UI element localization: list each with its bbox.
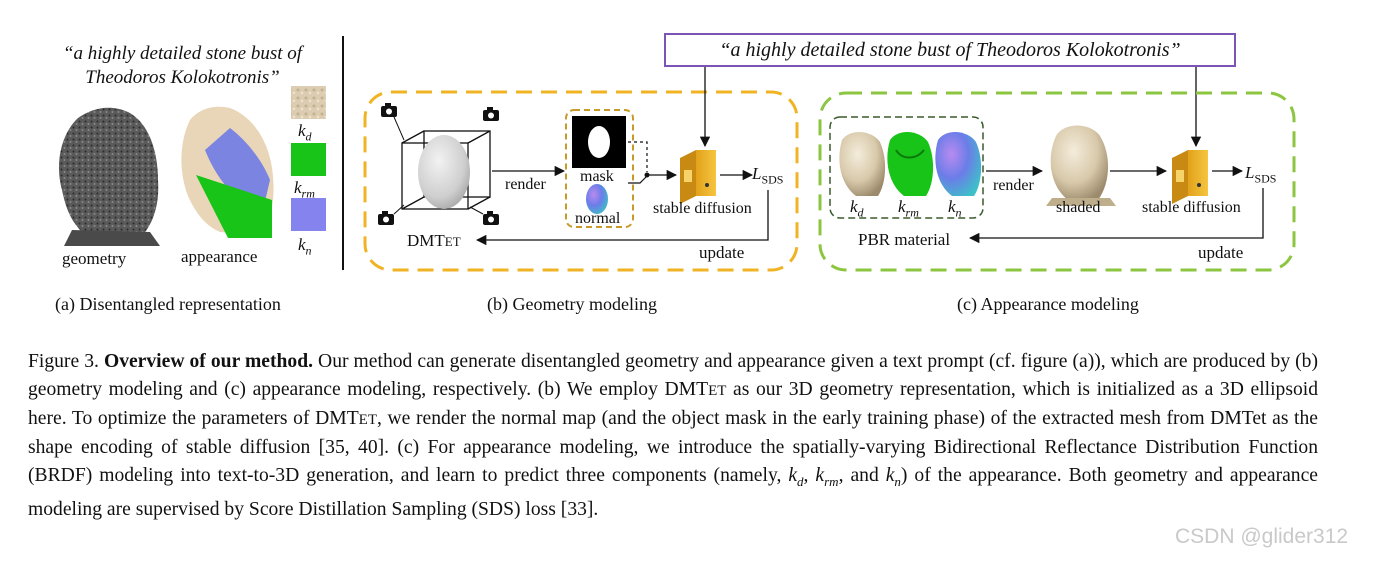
camera-icon bbox=[378, 204, 405, 225]
appearance-label: appearance bbox=[181, 247, 258, 266]
text-prompt-box: “a highly detailed stone bust of Theodor… bbox=[664, 33, 1236, 67]
appearance-dashed-box bbox=[818, 91, 1296, 272]
figure-label: Figure 3. bbox=[28, 351, 99, 372]
update-label: update bbox=[1198, 243, 1244, 262]
render-label: render bbox=[505, 176, 546, 193]
stable-diffusion-icon bbox=[1172, 150, 1208, 204]
sds-loss-label: LSDS bbox=[752, 164, 784, 187]
shaded-label: shaded bbox=[1056, 199, 1101, 216]
caption-title: Overview of our method. bbox=[103, 351, 313, 372]
stable-diffusion-label: stable diffusion bbox=[1142, 199, 1241, 216]
appearance-bust bbox=[181, 106, 274, 238]
pbr-material-label: PBR material bbox=[858, 230, 951, 249]
mask-normal-box bbox=[565, 109, 634, 228]
normal-image bbox=[586, 184, 608, 214]
geometry-label: geometry bbox=[62, 249, 127, 268]
camera-icon bbox=[483, 107, 499, 121]
camera-icon bbox=[381, 103, 405, 141]
figure-caption: Figure 3. Overview of our method. Our me… bbox=[28, 351, 1319, 520]
kd-label: kd bbox=[850, 197, 864, 220]
kn-label: kn bbox=[298, 235, 312, 258]
krm-label: krm bbox=[294, 178, 315, 201]
krm-label: krm bbox=[898, 197, 919, 220]
kd-texture-swatch bbox=[291, 86, 326, 119]
kd-head-image bbox=[839, 131, 886, 196]
geometry-dashed-box bbox=[363, 90, 799, 272]
geometry-bust bbox=[58, 107, 160, 246]
kn-texture-swatch bbox=[291, 198, 326, 231]
krm-head-image bbox=[887, 131, 934, 196]
mask-label: mask bbox=[580, 168, 614, 185]
kn-head-image bbox=[935, 131, 982, 196]
kn-label: kn bbox=[948, 197, 962, 220]
stable-diffusion-label: stable diffusion bbox=[653, 200, 752, 217]
render-label: render bbox=[993, 177, 1034, 194]
shaded-head-image bbox=[1046, 125, 1116, 206]
panel-c-caption: (c) Appearance modeling bbox=[957, 294, 1139, 314]
watermark: CSDN @glider312 bbox=[1175, 525, 1349, 548]
stable-diffusion-icon bbox=[680, 150, 716, 204]
panel-a-caption: (a) Disentangled representation bbox=[55, 294, 281, 314]
krm-texture-swatch bbox=[291, 143, 326, 176]
kd-label: kd bbox=[298, 121, 312, 144]
camera-icon bbox=[469, 206, 499, 225]
update-label: update bbox=[699, 243, 745, 262]
normal-label: normal bbox=[575, 210, 621, 227]
panel-a-prompt: “a highly detailed stone bust of Theodor… bbox=[62, 43, 303, 88]
panel-b-caption: (b) Geometry modeling bbox=[487, 294, 657, 314]
dmtet-label: DMTET bbox=[407, 231, 461, 250]
sds-loss-label: LSDS bbox=[1245, 163, 1277, 186]
dmtet-cube bbox=[401, 130, 491, 210]
pbr-texture-box bbox=[829, 116, 984, 219]
